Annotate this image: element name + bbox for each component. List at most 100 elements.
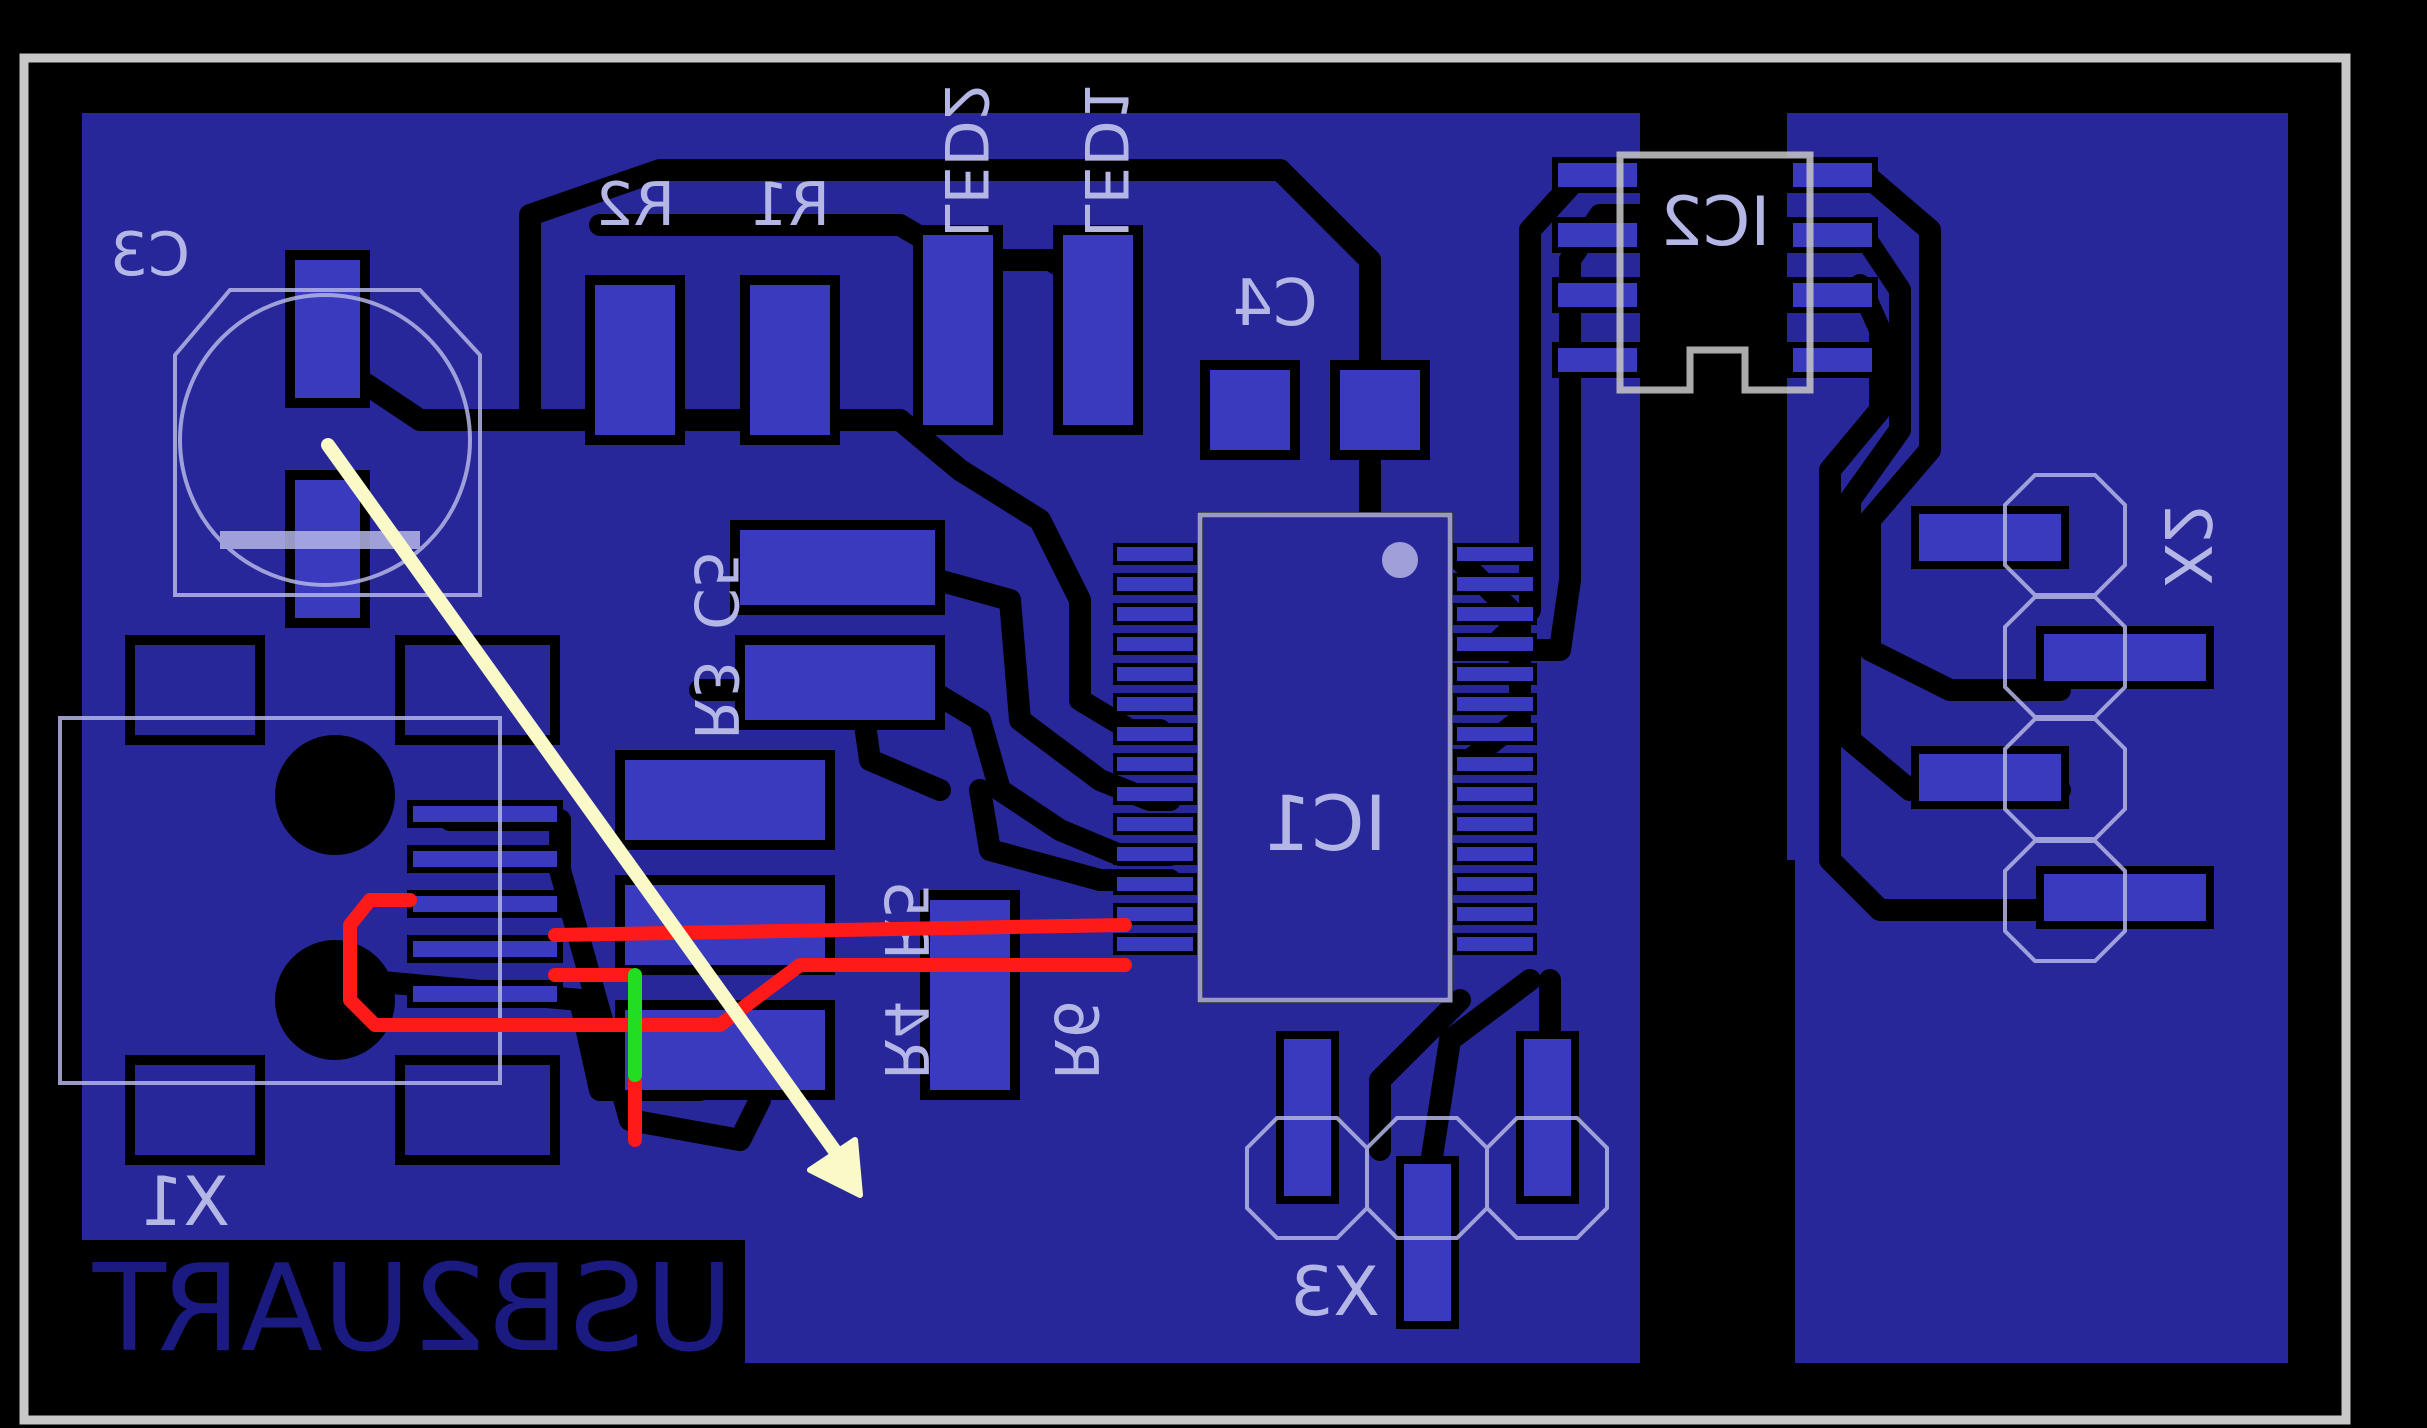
- ic1-pin: [1453, 903, 1537, 925]
- label-c3: C3: [110, 220, 190, 290]
- ic1-pin: [1453, 663, 1537, 685]
- silk-x3-pin3: [1485, 1116, 1609, 1240]
- ic1-pin: [1453, 573, 1537, 595]
- pad-r2: [585, 275, 685, 445]
- ic1-pin: [1113, 573, 1197, 595]
- board-outline: [19, 53, 2351, 1425]
- ic1-pin: [1113, 873, 1197, 895]
- annotation-arrow-shaft: [321, 438, 852, 1172]
- pad-c4-1: [1200, 360, 1300, 460]
- label-ic1: IC1: [1263, 779, 1387, 868]
- ic1-pin: [1453, 723, 1537, 745]
- pad-c4-2: [1330, 360, 1430, 460]
- ic1-pin: [1113, 633, 1197, 655]
- pad-x1-shield-bl: [125, 1055, 265, 1165]
- label-x3: X3: [1290, 1253, 1380, 1332]
- ic2-pin: [1787, 277, 1878, 313]
- silk-c3-outline: [173, 288, 482, 597]
- silk-x2-pin4: [2003, 839, 2127, 963]
- label-c4: C4: [1232, 267, 1317, 341]
- copper-pour-right: [1787, 113, 2288, 1363]
- ic1-pin: [1113, 663, 1197, 685]
- ic1-pin: [1113, 903, 1197, 925]
- ic1-pin: [1453, 873, 1537, 895]
- ic1-pin: [1453, 603, 1537, 625]
- ic1-body-pad: [1197, 512, 1453, 1003]
- label-led1: LED1: [1070, 82, 1140, 238]
- pad-c5: [730, 520, 945, 615]
- pad-x1-shield-br: [395, 1055, 560, 1165]
- ic1-pin: [1113, 603, 1197, 625]
- pad-c3-1: [285, 250, 370, 408]
- ic2-pin: [1787, 217, 1878, 253]
- silk-x1-outline: [58, 716, 502, 1085]
- trace-outline: [1849, 159, 2071, 701]
- silk-x3-pin2: [1365, 1116, 1489, 1240]
- pad-x1-d1: [407, 800, 563, 828]
- pad-r1: [740, 275, 840, 445]
- ic2-pin: [1787, 342, 1878, 378]
- highlight-trace-1[interactable]: [343, 893, 1132, 1032]
- ic1-pin: [1453, 633, 1537, 655]
- trace-outline: [1449, 204, 1651, 661]
- ic1-pin: [1453, 693, 1537, 715]
- pad-x2-1: [1911, 506, 2069, 569]
- pad-x1-d5: [407, 980, 563, 1008]
- ic1-pin: [1453, 813, 1537, 835]
- ic2-pin: [1552, 342, 1643, 378]
- ic1-pin: [1453, 933, 1537, 955]
- label-x1: X1: [140, 1163, 230, 1242]
- highlight-trace-2[interactable]: [548, 918, 1132, 942]
- pad-r3: [735, 635, 945, 730]
- label-r3: R3: [680, 660, 750, 740]
- hole-x1-1: [275, 735, 395, 855]
- pad-x3-2: [1396, 1156, 1459, 1329]
- label-r2: R2: [595, 170, 675, 240]
- ic2-pin: [1552, 217, 1643, 253]
- pad-x2-3: [1911, 746, 2069, 809]
- pad-x1-shield-tl: [125, 635, 265, 745]
- annotation-arrow: [321, 438, 863, 1198]
- ic1-pin: [1453, 783, 1537, 805]
- ic1-pin: [1453, 753, 1537, 775]
- ic2-pin: [1552, 277, 1643, 313]
- ic1-pin: [1113, 543, 1197, 565]
- hole-x1-2: [275, 940, 395, 1060]
- label-r5: R5: [870, 880, 940, 960]
- highlight-layer: [343, 893, 1132, 1147]
- ic1-pin: [1113, 843, 1197, 865]
- label-x2: X2: [2149, 503, 2223, 588]
- label-r1: R1: [750, 170, 830, 240]
- label-r6: R6: [1040, 1000, 1110, 1080]
- pad-x1-d3: [407, 890, 563, 918]
- silk-ic2-outline: [1616, 151, 1814, 394]
- ic1-pin: [1453, 843, 1537, 865]
- ic1-pin: [1113, 783, 1197, 805]
- ic1-pin: [1113, 753, 1197, 775]
- silkscreen-layer: [58, 151, 2127, 1240]
- trace-outline: [1369, 989, 1471, 1161]
- silk-x3-pin1: [1245, 1116, 1369, 1240]
- silk-label-layer: C3 R2 R1 C4 IC2 IC1 X1 X3 X2 C5 R3 R5 R4…: [110, 82, 2223, 1332]
- annotation-arrow-head: [807, 1137, 863, 1198]
- silk-ic1-outline: [1197, 512, 1453, 1003]
- ic2-pin: [1552, 157, 1643, 193]
- ic1-pin: [1113, 723, 1197, 745]
- board-name-cutout: [82, 1240, 745, 1363]
- ic2-pin: [1787, 157, 1878, 193]
- pad-layer: [125, 157, 2214, 1329]
- pad-led2: [913, 225, 1003, 435]
- ic1-pin: [1113, 693, 1197, 715]
- pad-x1-d4: [407, 935, 563, 963]
- board-name-label: USB2UART: [92, 1240, 733, 1379]
- label-r4: R4: [870, 1000, 940, 1080]
- ic1-pin: [1453, 543, 1537, 565]
- pad-c1: [615, 750, 835, 850]
- ic1-pin: [1113, 813, 1197, 835]
- trace-outline: [1839, 219, 2071, 801]
- ic1-pin: [1113, 933, 1197, 955]
- silk-c3-circle: [178, 293, 472, 587]
- pad-led1: [1053, 225, 1143, 435]
- label-ic2: IC2: [1660, 183, 1771, 262]
